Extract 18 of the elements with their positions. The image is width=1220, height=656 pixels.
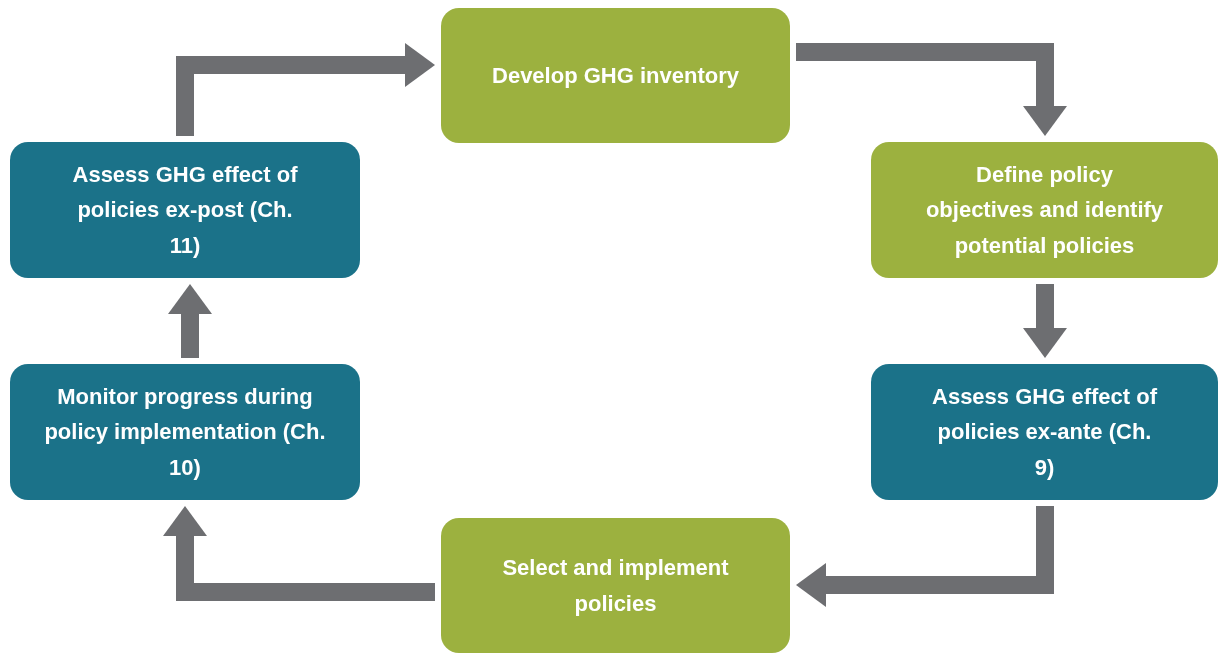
process-box — [10, 142, 360, 278]
process-box — [441, 518, 790, 653]
process-box — [441, 8, 790, 143]
arrow — [796, 506, 1054, 607]
arrow — [1023, 284, 1067, 358]
box-label: Assess GHG effect of policies ex-post (Ch. 11) — [71, 161, 299, 260]
box-label: Monitor progress during policy implementation (Ch. 10) — [43, 383, 327, 482]
process-box — [871, 364, 1218, 500]
box-label: Develop GHG inventory — [492, 61, 739, 90]
arrow — [796, 43, 1067, 136]
arrow — [176, 43, 435, 136]
arrow — [163, 506, 435, 601]
process-box — [10, 364, 360, 500]
box-label: Select and implement policies — [501, 554, 730, 618]
process-box — [871, 142, 1218, 278]
box-label: Define policy objectives and identify potential policies — [924, 161, 1165, 260]
arrow — [168, 284, 212, 358]
box-label: Assess GHG effect of policies ex-ante (Ch. 9) — [931, 383, 1158, 482]
